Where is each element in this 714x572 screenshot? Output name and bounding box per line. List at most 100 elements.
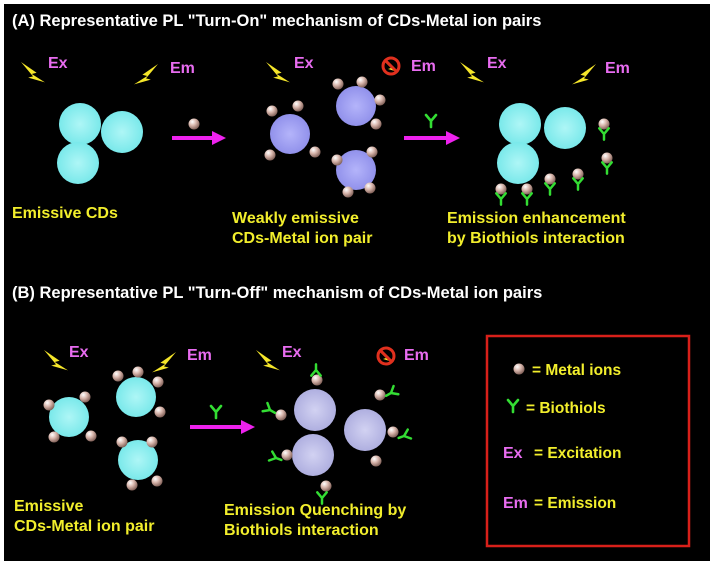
metal-ion-sphere	[544, 173, 556, 185]
metal-ion-sphere	[126, 479, 138, 491]
biothiol-y-icon	[384, 384, 400, 398]
reaction-arrow-head	[446, 131, 460, 145]
biothiol-y-icon	[424, 113, 438, 129]
metal-ion-sphere	[151, 475, 163, 487]
lightning-bolt-icon	[572, 64, 596, 85]
weakly-emissive-cd	[270, 114, 310, 154]
weakly-emissive-cd	[336, 86, 376, 126]
biothiol-y-icon	[267, 450, 283, 462]
metal-ion-sphere	[154, 406, 166, 418]
weakly-emissive-label-line1: Weakly emissive	[232, 210, 359, 227]
metal-ion-sphere	[598, 118, 610, 130]
panel-a-ex-label-2: Ex	[294, 55, 314, 72]
metal-ion-sphere	[112, 370, 124, 382]
metal-ion-sphere	[311, 374, 323, 386]
lightning-bolt-icon	[44, 350, 68, 371]
panel-b-heading: (B) Representative PL "Turn-Off" mechani…	[12, 284, 543, 302]
emissive-cd	[544, 107, 586, 149]
metal-ion-sphere	[387, 426, 399, 438]
panel-b-emissive-label-line2: CDs-Metal ion pair	[14, 518, 155, 535]
lightning-bolt-icon	[21, 62, 45, 83]
metal-ion-sphere	[281, 449, 293, 461]
legend-box	[485, 334, 691, 548]
metal-ion-sphere	[356, 76, 368, 88]
lightning-bolt-icon	[266, 62, 290, 83]
lightning-bolt-icon	[134, 64, 158, 85]
panel-b-ex-label-1: Ex	[69, 344, 89, 361]
no-emission-icon	[376, 346, 396, 366]
panel-b-em-label-1: Em	[187, 347, 212, 364]
panel-a-em-label-3: Em	[605, 60, 630, 77]
biothiol-y-icon	[521, 192, 533, 206]
metal-ion-sphere	[521, 183, 533, 195]
metal-ion-sphere	[342, 186, 354, 198]
emissive-cds-label: Emissive CDs	[12, 205, 118, 222]
emissive-cd	[57, 142, 99, 184]
biothiol-y-icon	[598, 127, 610, 141]
metal-ion-sphere	[331, 154, 343, 166]
legend-ex-symbol: Ex	[503, 445, 523, 462]
reaction-arrow-head	[212, 131, 226, 145]
reaction-arrow-head	[241, 420, 255, 434]
metal-ion-sphere	[43, 399, 55, 411]
biothiol-y-icon	[572, 177, 584, 191]
weakly-emissive-label-line2: CDs-Metal ion pair	[232, 230, 373, 247]
legend-excitation-text: = Excitation	[534, 445, 622, 462]
metal-ion-sphere	[495, 183, 507, 195]
metal-ion-sphere	[374, 389, 386, 401]
quenched-cd	[292, 434, 334, 476]
panel-a-heading: (A) Representative PL "Turn-On" mechanis…	[12, 12, 542, 30]
emissive-cd	[49, 397, 89, 437]
legend-emission-text: = Emission	[534, 495, 617, 512]
emission-enhancement-label-line2: by Biothiols interaction	[447, 230, 625, 247]
metal-ion-sphere	[601, 152, 613, 164]
metal-ion-sphere	[266, 105, 278, 117]
biothiol-y-icon	[316, 491, 328, 505]
panel-a-ex-label-1: Ex	[48, 55, 68, 72]
biothiol-y-icon	[310, 363, 322, 377]
emissive-cd	[59, 103, 101, 145]
lightning-bolt-icon	[256, 350, 280, 371]
biothiol-y-icon	[261, 401, 277, 415]
metal-ion-sphere	[188, 118, 200, 130]
metal-ion-sphere	[320, 480, 332, 492]
legend-biothiols-text: = Biothiols	[526, 400, 606, 417]
biothiol-y-icon	[209, 404, 223, 420]
metal-ion-sphere	[152, 376, 164, 388]
metal-ion-sphere	[366, 146, 378, 158]
metal-ion-sphere	[146, 436, 158, 448]
biothiol-y-icon	[601, 161, 613, 175]
metal-ion-sphere	[309, 146, 321, 158]
emission-quenching-label-line1: Emission Quenching by	[224, 502, 407, 519]
metal-ion-sphere	[264, 149, 276, 161]
emissive-cd	[101, 111, 143, 153]
metal-ion-sphere	[513, 363, 525, 375]
biothiol-y-icon	[506, 398, 520, 414]
emissive-cd	[497, 142, 539, 184]
metal-ion-sphere	[370, 118, 382, 130]
quenched-cd	[344, 409, 386, 451]
no-emission-icon	[381, 56, 401, 76]
metal-ion-sphere	[116, 436, 128, 448]
panel-a-em-label-1: Em	[170, 60, 195, 77]
metal-ion-sphere	[275, 409, 287, 421]
biothiol-y-icon	[397, 428, 413, 440]
legend-em-symbol: Em	[503, 495, 528, 512]
emission-quenching-label-line2: Biothiols interaction	[224, 522, 379, 539]
panel-a-ex-label-3: Ex	[487, 55, 507, 72]
metal-ion-sphere	[48, 431, 60, 443]
quenched-cd	[294, 389, 336, 431]
biothiol-y-icon	[544, 182, 556, 196]
panel-b-ex-label-2: Ex	[282, 344, 302, 361]
emissive-cd	[116, 377, 156, 417]
emissive-cd	[118, 440, 158, 480]
metal-ion-sphere	[572, 168, 584, 180]
biothiol-y-icon	[495, 192, 507, 206]
legend-metal-ions-text: = Metal ions	[532, 362, 622, 379]
metal-ion-sphere	[85, 430, 97, 442]
lightning-bolt-icon	[460, 62, 484, 83]
metal-ion-sphere	[332, 78, 344, 90]
metal-ion-sphere	[292, 100, 304, 112]
